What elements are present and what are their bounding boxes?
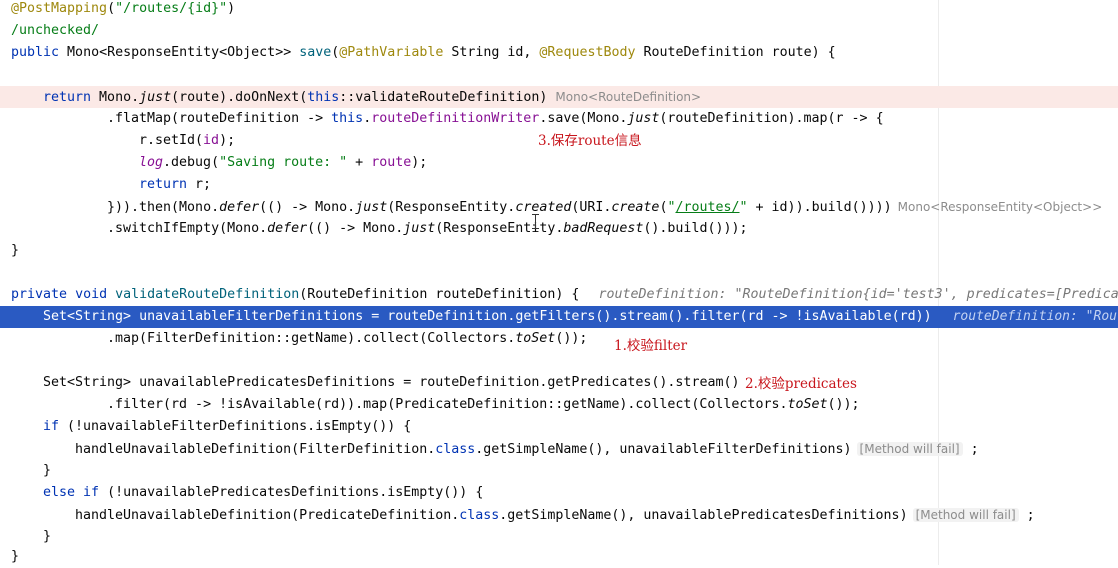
- code-line-save-signature[interactable]: public Mono<ResponseEntity<Object>> save…: [11, 45, 836, 60]
- right-margin-guide: [938, 0, 939, 565]
- code-line-handle-predicates[interactable]: handleUnavailableDefinition(PredicateDef…: [75, 508, 1035, 523]
- code-line-map-filter[interactable]: .map(FilterDefinition::getName).collect(…: [107, 331, 588, 346]
- code-line-predicates-set[interactable]: Set<String> unavailablePredicatesDefinit…: [43, 375, 740, 390]
- code-line-close-brace[interactable]: }: [11, 243, 20, 258]
- code-line-setid[interactable]: r.setId(id);: [139, 133, 236, 148]
- code-line-if-filter[interactable]: if (!unavailableFilterDefinitions.isEmpt…: [43, 419, 412, 434]
- method-will-fail-badge: [Method will fail]: [856, 442, 963, 456]
- code-line-switchifempty[interactable]: .switchIfEmpty(Mono.defer(() -> Mono.jus…: [107, 221, 748, 236]
- code-line-annotation[interactable]: @PostMapping("/routes/{id}"): [11, 1, 236, 16]
- type-hint: Mono<RouteDefinition>: [555, 90, 702, 104]
- code-line-return-mono[interactable]: return Mono.just(route).doOnNext(this::v…: [0, 86, 1118, 108]
- code-line-unchecked[interactable]: /unchecked/: [11, 23, 100, 38]
- code-line-flatmap[interactable]: .flatMap(routeDefinition -> this.routeDe…: [107, 111, 884, 126]
- code-line-then-created[interactable]: })).then(Mono.defer(() -> Mono.just(Resp…: [107, 200, 1103, 215]
- debug-value-hint: routeDefinition: "Rou: [952, 309, 1117, 324]
- code-line-close-brace[interactable]: }: [43, 529, 52, 544]
- code-line-close-brace[interactable]: }: [43, 463, 52, 478]
- code-line-close-brace[interactable]: }: [11, 549, 20, 564]
- annotation-validate-filter: 1.校验filter: [614, 338, 688, 354]
- code-line-predicates-filter[interactable]: .filter(rd -> !isAvailable(rd)).map(Pred…: [107, 397, 860, 412]
- debug-value-hint: routeDefinition: "RouteDefinition{id='te…: [598, 287, 1118, 302]
- code-line-validate-signature[interactable]: private void validateRouteDefinition(Rou…: [11, 287, 1118, 302]
- code-line-handle-filter[interactable]: handleUnavailableDefinition(FilterDefini…: [75, 442, 979, 457]
- text-cursor-icon: [532, 214, 539, 229]
- method-will-fail-badge: [Method will fail]: [912, 508, 1019, 522]
- code-line-current-execution[interactable]: Set<String> unavailableFilterDefinitions…: [0, 306, 1118, 328]
- code-line-log-debug[interactable]: log.debug("Saving route: " + route);: [139, 155, 428, 170]
- type-hint: Mono<ResponseEntity<Object>>: [897, 200, 1103, 214]
- code-line-else-if-predicates[interactable]: else if (!unavailablePredicatesDefinitio…: [43, 485, 484, 500]
- annotation-validate-predicates: 2.校验predicates: [745, 376, 857, 392]
- code-line-return-r[interactable]: return r;: [139, 177, 212, 192]
- routes-link[interactable]: /routes/: [675, 200, 740, 215]
- annotation-save-route: 3.保存route信息: [538, 133, 642, 149]
